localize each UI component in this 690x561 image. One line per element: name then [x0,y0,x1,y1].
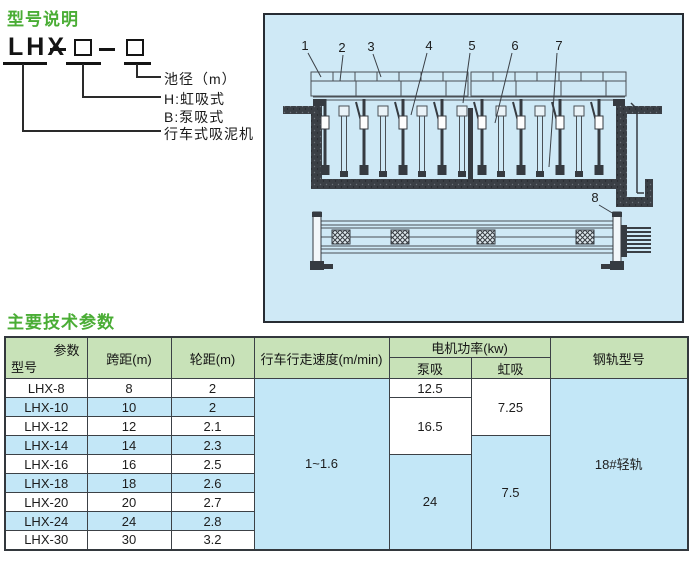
dash-separator [50,48,66,51]
bridge-plan-view [310,211,651,270]
callout-leader-lines [307,52,615,215]
wheelbase-cell: 2.6 [170,473,255,493]
model-cell: LHX-12 [4,416,88,436]
header-pump-suction: 泵吸 [388,357,472,379]
span-cell: 30 [86,530,172,550]
wheelbase-cell: 2.7 [170,492,255,512]
header-wheelbase: 轮距(m) [170,336,255,379]
legend-label-pump: B:泵吸式 [164,109,225,125]
pump-power-cell: 12.5 [388,378,472,398]
wheelbase-cell: 2.3 [170,435,255,455]
underline-box-2 [124,62,151,65]
model-cell: LHX-8 [4,378,88,398]
callout-3: 3 [367,39,374,54]
leader-line [22,64,24,131]
speed-value-cell: 1~1.6 [253,378,390,550]
wheelbase-cell: 3.2 [170,530,255,550]
leader-line [82,64,84,97]
corner-header-cell: 参数 型号 [4,336,88,379]
span-cell: 24 [86,511,172,531]
left-trolley [313,99,325,106]
callout-5: 5 [468,38,475,53]
header-siphon: 虹吸 [470,357,551,379]
siphon-power-cell: 7.5 [470,435,551,550]
underline-prefix [3,62,47,65]
table-row: LHX-20 20 2.7 [4,492,688,512]
header-span: 跨距(m) [86,336,172,379]
model-cell: LHX-16 [4,454,88,474]
callout-8: 8 [591,190,598,205]
underline-box-1 [66,62,101,65]
callout-6: 6 [511,38,518,53]
table-row: LHX-16 16 2.5 24 [4,454,688,550]
span-cell: 20 [86,492,172,512]
table-row: LHX-30 30 3.2 [4,530,688,550]
span-cell: 8 [86,378,172,398]
callout-2: 2 [338,40,345,55]
pump-power-cell: 24 [388,454,472,550]
leader-line [22,130,161,132]
leader-line [136,76,161,78]
model-cell: LHX-10 [4,397,88,417]
corner-label-parameter: 参数 [53,343,80,358]
span-cell: 16 [86,454,172,474]
legend-label-siphon: H:虹吸式 [164,91,225,107]
model-prefix: LHX [8,33,67,61]
corner-label-model: 型号 [11,360,38,375]
span-cell: 18 [86,473,172,493]
pump-power-cell: 16.5 [388,397,472,455]
section-title-params: 主要技术参数 [7,313,115,332]
header-rail-model: 钢轨型号 [549,336,689,379]
legend-label-machine: 行车式吸泥机 [164,126,254,142]
siphon-power-cell: 7.25 [470,378,551,436]
header-row-2: 泵吸 虹吸 [5,357,688,379]
model-cell: LHX-14 [4,435,88,455]
rail-model-cell: 18#轻轨 [549,378,689,550]
model-cell: LHX-20 [4,492,88,512]
legend-label-pool-diameter: 池径（m） [164,71,237,87]
header-motor-power: 电机功率(kw) [388,336,551,358]
wheelbase-cell: 2 [170,397,255,417]
table-row: LHX-8 8 2 1~1.6 12.5 7.25 18#轻轨 [4,378,689,550]
table-row: LHX-18 18 2.6 [4,473,688,493]
model-placeholder-box-2 [126,39,144,56]
wheelbase-cell: 2.1 [170,416,255,436]
leader-line [82,96,161,98]
dash-separator [99,48,115,51]
wheelbase-cell: 2 [170,378,255,398]
span-cell: 10 [86,397,172,417]
header-row-1: 参数 型号 跨距(m) 轮距(m) 行车行走速度(m/min) 电机功率(kw)… [4,336,689,379]
technical-drawing-panel: 1 2 3 4 5 6 7 8 [263,13,684,323]
discharge-pipe [630,102,644,194]
model-cell: LHX-18 [4,473,88,493]
callout-7: 7 [555,38,562,53]
callout-4: 4 [425,38,432,53]
bridge-truss [310,71,627,101]
table-row: LHX-10 10 2 16.5 [4,397,688,455]
technical-parameters-table: 参数 型号 跨距(m) 轮距(m) 行车行走速度(m/min) 电机功率(kw)… [4,336,690,551]
span-cell: 14 [86,435,172,455]
section-title-model: 型号说明 [7,10,79,29]
tank-walls [283,106,662,207]
wheelbase-cell: 2.8 [170,511,255,531]
leader-line [136,64,138,77]
model-cell: LHX-24 [4,511,88,531]
header-travel-speed: 行车行走速度(m/min) [253,336,390,379]
machine-drawing: 1 2 3 4 5 6 7 8 [283,38,662,270]
model-number-legend: LHX 池径（m） H:虹吸式 B:泵吸式 行车式吸泥机 [0,0,260,150]
span-cell: 12 [86,416,172,436]
table-row: LHX-12 12 2.1 [4,416,688,436]
callout-1: 1 [301,38,308,53]
right-trolley [613,99,625,106]
model-placeholder-box-1 [74,39,92,56]
table-row: LHX-14 14 2.3 7.5 [4,435,688,550]
suction-pipes [316,98,605,179]
wheelbase-cell: 2.5 [170,454,255,474]
model-cell: LHX-30 [4,530,88,550]
